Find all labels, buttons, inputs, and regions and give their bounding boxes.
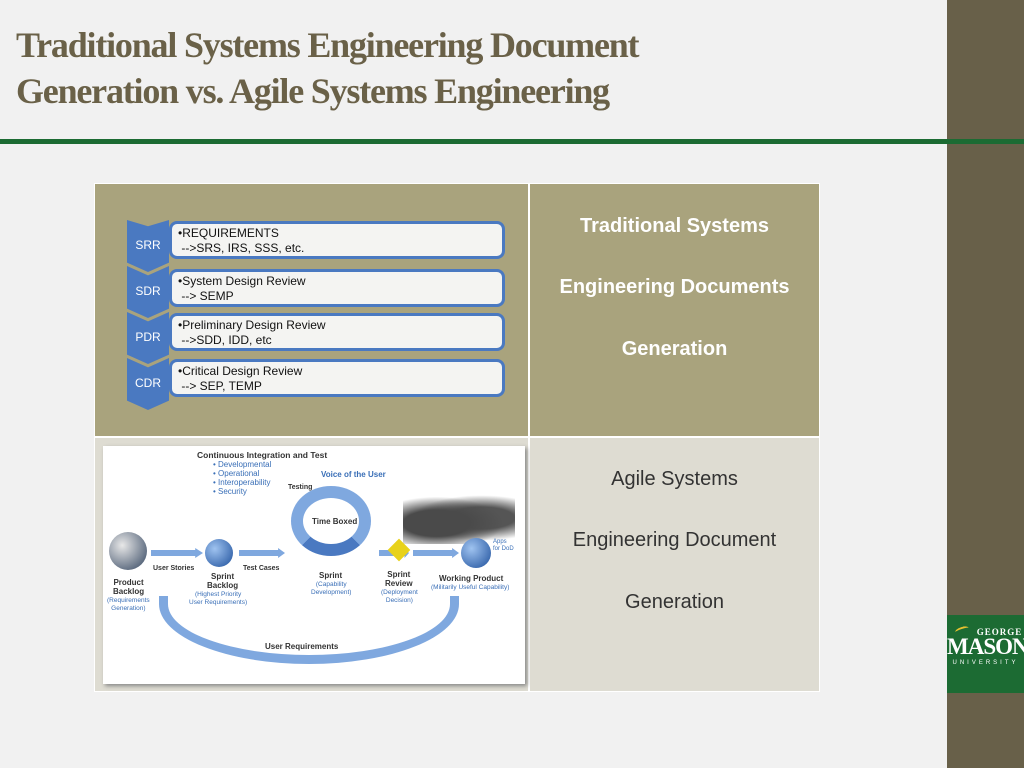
testing-label: Testing <box>288 484 313 491</box>
phase-arrow-srr: SRR <box>127 220 169 272</box>
phase-line1: •REQUIREMENTS <box>178 226 279 240</box>
agile-diagram-cell: Continuous Integration and Test • Develo… <box>95 438 528 691</box>
comparison-table: SRR •REQUIREMENTS -->SRS, IRS, SSS, etc.… <box>94 183 820 692</box>
phase-arrow-cdr: CDR <box>127 358 169 410</box>
phase-box-sdr: •System Design Review --> SEMP <box>169 269 505 307</box>
sprint-backlog-label: Sprint Backlog <box>207 572 239 590</box>
logo-line3: UNIVERSITY <box>952 660 1019 666</box>
phase-arrow-pdr: PDR <box>127 312 169 364</box>
title-line2: Generation vs. Agile Systems Engineering <box>16 71 610 111</box>
sprint-label: Sprint <box>319 571 343 580</box>
phase-box-srr: •REQUIREMENTS -->SRS, IRS, SSS, etc. <box>169 221 505 259</box>
phase-line2: -->SRS, IRS, SSS, etc. <box>178 241 305 255</box>
traditional-line1: Traditional Systems <box>580 215 769 237</box>
logo-line1: GEORGE <box>976 627 1023 637</box>
phase-line1: •System Design Review <box>178 274 306 288</box>
phase-box-cdr: •Critical Design Review --> SEP, TEMP <box>169 359 505 397</box>
sprint-review-label: Sprint Review <box>385 570 413 588</box>
phase-line2: -->SDD, IDD, etc <box>178 333 272 347</box>
ci-item: • Interoperability <box>213 478 271 487</box>
phase-code: SDR <box>135 284 161 298</box>
phase-code: SRR <box>135 238 161 252</box>
traditional-line2: Engineering Documents <box>559 276 790 298</box>
agile-line3: Generation <box>625 591 724 613</box>
ci-item: • Developmental <box>213 460 272 469</box>
agile-label-cell: Agile Systems Engineering Document Gener… <box>530 438 819 691</box>
phase-code: PDR <box>135 330 161 344</box>
product-backlog-sub: (Requirements Generation) <box>107 597 150 612</box>
title-line1: Traditional Systems Engineering Document <box>16 25 640 65</box>
user-stories-label: User Stories <box>153 565 195 572</box>
working-product-sub: (Militarily Useful Capability) <box>431 584 510 591</box>
title-divider-right <box>947 139 1024 144</box>
phase-line1: •Critical Design Review <box>178 364 303 378</box>
traditional-line3: Generation <box>621 338 728 360</box>
phase-line2: --> SEP, TEMP <box>178 379 262 393</box>
product-backlog-icon <box>109 532 147 570</box>
phase-code: CDR <box>135 376 161 390</box>
title-divider <box>0 139 947 144</box>
ci-item: • Operational <box>213 469 260 478</box>
traditional-process-cell: SRR •REQUIREMENTS -->SRS, IRS, SSS, etc.… <box>95 184 528 436</box>
working-product-icon <box>461 538 491 568</box>
user-requirements-label: User Requirements <box>265 642 339 651</box>
ci-item: • Security <box>213 487 247 496</box>
agile-process-diagram: Continuous Integration and Test • Develo… <box>103 446 525 684</box>
test-cases-label: Test Cases <box>243 565 280 572</box>
user-requirements-return-arrow <box>159 596 459 664</box>
agile-line2: Engineering Document <box>572 529 777 551</box>
university-logo: GEORGE MASON UNIVERSITY <box>947 615 1024 693</box>
apps-label: Apps for DoD <box>493 539 514 552</box>
logo-line2: MASON <box>947 634 1024 659</box>
ci-title: Continuous Integration and Test <box>197 450 328 460</box>
flow-arrow <box>151 548 203 558</box>
flow-arrow <box>413 548 459 558</box>
phase-line2: --> SEMP <box>178 289 234 303</box>
voice-of-user: Voice of the User <box>321 470 386 479</box>
slide-title: Traditional Systems Engineering Document… <box>16 22 916 114</box>
sprint-backlog-icon <box>205 539 233 567</box>
flow-arrow <box>239 548 285 558</box>
soldiers-image <box>403 492 515 544</box>
phase-box-pdr: •Preliminary Design Review -->SDD, IDD, … <box>169 313 505 351</box>
working-product-label: Working Product <box>439 574 504 583</box>
product-backlog-label: Product Backlog <box>113 578 145 596</box>
time-boxed-label: Time Boxed <box>312 517 358 526</box>
phase-arrow-sdr: SDR <box>127 266 169 318</box>
traditional-label-cell: Traditional Systems Engineering Document… <box>530 184 819 436</box>
agile-line1: Agile Systems <box>611 468 738 490</box>
sprint-sub: (Capability Development) <box>311 581 352 596</box>
phase-line1: •Preliminary Design Review <box>178 318 326 332</box>
